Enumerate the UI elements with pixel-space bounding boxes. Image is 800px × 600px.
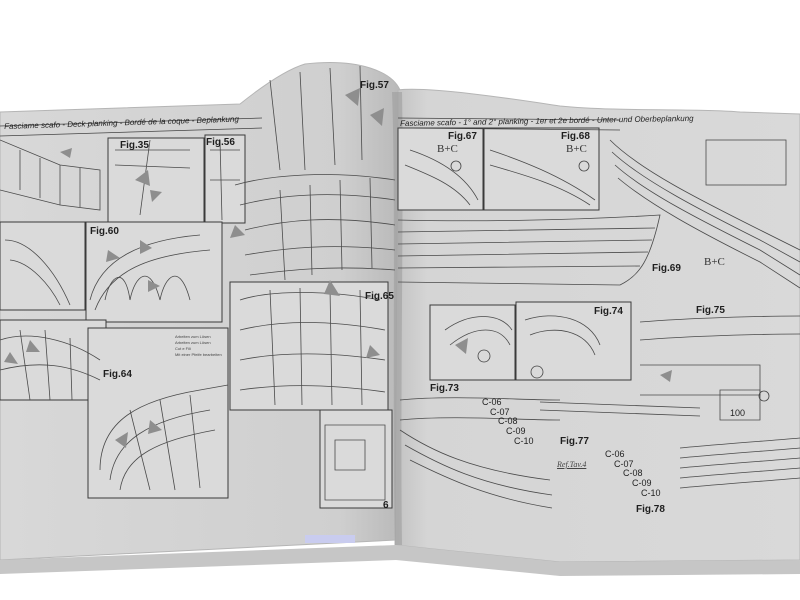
- fig-67-label: Fig.67: [448, 131, 477, 142]
- dimension-label: 100: [730, 408, 746, 418]
- fig-35-label: Fig.35: [120, 140, 149, 151]
- panel-fig74: [515, 301, 632, 381]
- fig-68-label: Fig.68: [561, 131, 590, 142]
- panel-fig35: [107, 137, 205, 223]
- ref-label: Ref.Tav.4: [557, 460, 587, 469]
- fig-74-label: Fig.74: [594, 306, 623, 317]
- panel-fig64b: [87, 327, 229, 499]
- code-77-c08: C-08: [498, 416, 518, 426]
- fig-64-label: Fig.64: [103, 369, 132, 380]
- fig-78-label: Fig.78: [636, 504, 665, 515]
- fig-75-label: Fig.75: [696, 305, 725, 316]
- note-2: Arbeiten zum Lösen: [175, 340, 211, 345]
- code-78-c06: C-06: [605, 449, 625, 459]
- fig-65-label: Fig.65: [365, 291, 394, 302]
- fig-57-label: Fig.57: [360, 80, 389, 91]
- code-78-c08: C-08: [623, 468, 643, 478]
- panel-detail: [319, 409, 393, 509]
- note-4: Mit einer Pfeife bearbeiten: [175, 352, 222, 357]
- panel-fig60b: [85, 221, 223, 323]
- fig-56-label: Fig.56: [206, 137, 235, 148]
- code-78-c09: C-09: [632, 478, 652, 488]
- fig-60-label: Fig.60: [90, 226, 119, 237]
- page-number: 6: [383, 500, 389, 511]
- code-78-c07: C-07: [614, 459, 634, 469]
- code-77-c10: C-10: [514, 436, 534, 446]
- code-77-c09: C-09: [506, 426, 526, 436]
- note-1: Arbeiten zum Lösen: [175, 334, 211, 339]
- panel-fig73: [429, 304, 516, 381]
- bc-label-68: B+C: [566, 143, 587, 155]
- fig-77-label: Fig.77: [560, 436, 589, 447]
- panel-fig60: [0, 221, 86, 311]
- bc-label-69: B+C: [704, 256, 725, 268]
- code-78-c10: C-10: [641, 488, 661, 498]
- fig-69-label: Fig.69: [652, 263, 681, 274]
- fig-73-label: Fig.73: [430, 383, 459, 394]
- panel-fig56: [204, 134, 246, 224]
- panel-fig67: [397, 127, 484, 211]
- bc-label-67: B+C: [437, 143, 458, 155]
- code-77-c06: C-06: [482, 397, 502, 407]
- note-3: Cut e Fili: [175, 346, 191, 351]
- code-77-c07: C-07: [490, 407, 510, 417]
